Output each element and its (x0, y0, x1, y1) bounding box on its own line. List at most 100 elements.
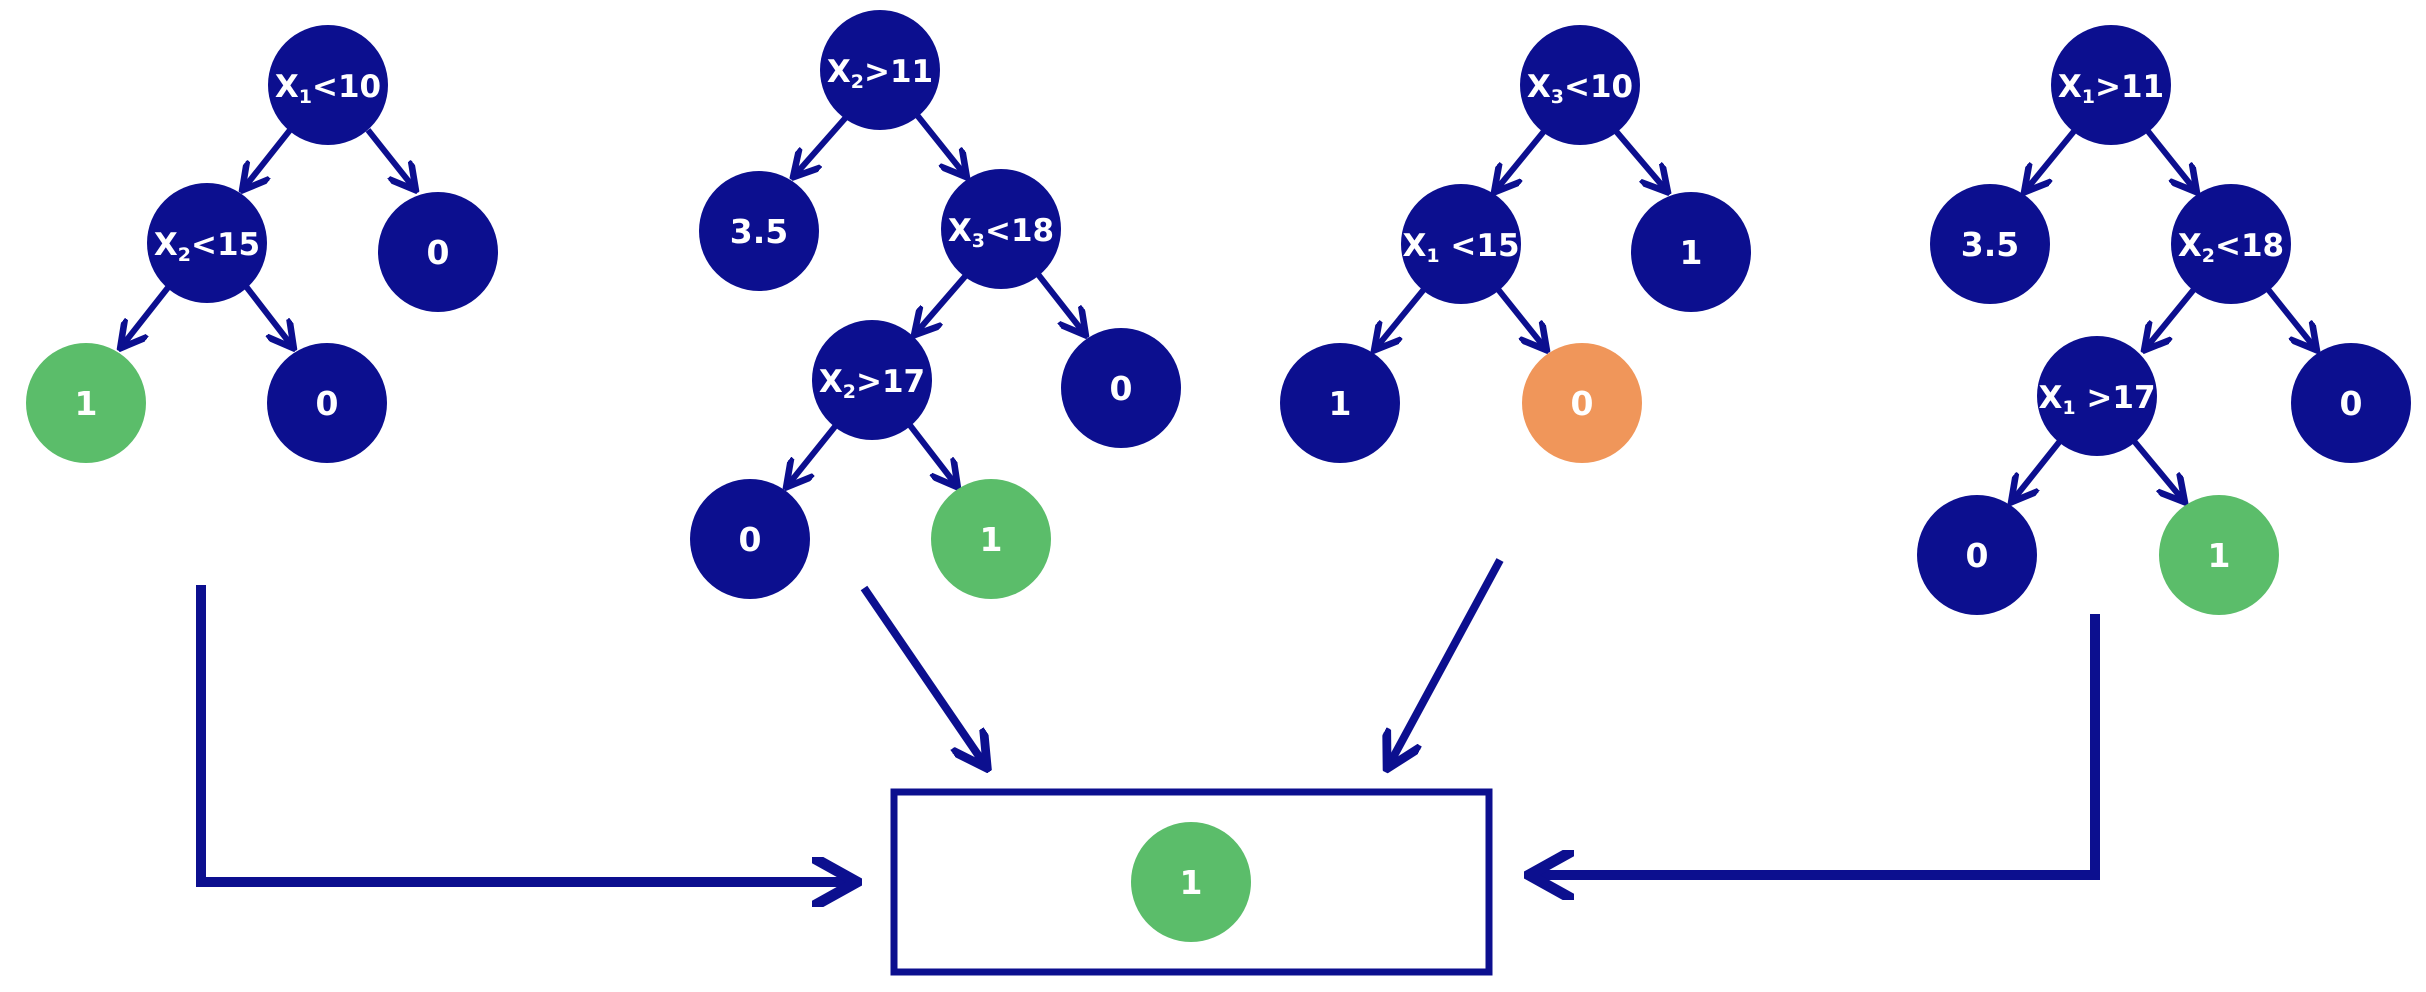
tree-1: X1<10 X2<15 0 1 0 (26, 25, 498, 463)
leaf-node: 0 (1917, 495, 2037, 615)
feature-index: 3 (1551, 86, 1564, 108)
svg-text:X2<15: X2<15 (154, 227, 260, 266)
feature-index: 1 (1426, 245, 1439, 267)
leaf-value: 1 (1680, 233, 1703, 272)
leaf-node: 1 (1280, 343, 1400, 463)
edge (906, 422, 956, 485)
feature-index: 1 (299, 86, 312, 108)
feature-index: 2 (843, 381, 856, 403)
feature-index: 2 (178, 244, 191, 266)
svg-text:X2>11: X2>11 (827, 54, 933, 93)
svg-text:X3<18: X3<18 (948, 213, 1054, 252)
edge (2026, 128, 2078, 190)
edge (2013, 439, 2063, 500)
split-threshold: <10 (312, 69, 381, 105)
feature-label: X (2038, 380, 2062, 416)
edge (1496, 128, 1548, 190)
result-node-green: 1 (1131, 822, 1251, 942)
leaf-value: 3.5 (730, 212, 788, 251)
split-threshold: <10 (1564, 69, 1633, 105)
leaf-value: 0 (739, 520, 762, 559)
edge (916, 271, 971, 333)
svg-text:X1 >17: X1 >17 (2038, 380, 2155, 419)
feature-index: 2 (2202, 245, 2215, 267)
edge (244, 128, 293, 188)
split-node: X1 >17 (2037, 336, 2157, 456)
feature-label: X (827, 54, 851, 90)
edge (1494, 286, 1545, 348)
split-node: X1>11 (2051, 25, 2171, 145)
feature-index: 2 (851, 71, 864, 93)
split-threshold: <18 (2215, 228, 2284, 264)
feature-index: 3 (972, 230, 985, 252)
edge (122, 283, 173, 346)
leaf-value: 1 (2208, 536, 2231, 575)
tree-4: X1>11 3.5 X2<18 X1 >17 0 0 1 (1917, 25, 2411, 615)
svg-text:X3<10: X3<10 (1527, 69, 1633, 108)
leaf-value: 0 (1966, 536, 1989, 575)
split-threshold: >11 (2095, 69, 2164, 105)
leaf-node: 0 (690, 479, 810, 599)
edge (1034, 271, 1084, 333)
leaf-value: 0 (1571, 384, 1594, 423)
split-node: X2<15 (147, 183, 267, 303)
leaf-value: 0 (2340, 384, 2363, 423)
split-node: X1 <15 (1401, 184, 1521, 304)
svg-text:X2<18: X2<18 (2178, 228, 2284, 267)
split-threshold: <18 (985, 213, 1054, 249)
leaf-value: 0 (427, 233, 450, 272)
svg-text:X1 <15: X1 <15 (1402, 228, 1519, 267)
edge (788, 422, 840, 485)
tree-1-to-result-arrow (196, 585, 852, 882)
edge (1376, 286, 1428, 348)
leaf-node-green: 1 (2159, 495, 2279, 615)
svg-text:X2>17: X2>17 (819, 364, 925, 403)
edge (2146, 286, 2198, 348)
svg-text:X1<10: X1<10 (275, 69, 381, 108)
edge (1612, 128, 1666, 190)
leaf-value: 1 (980, 520, 1003, 559)
edge (2144, 128, 2195, 190)
leaf-node-green: 1 (26, 343, 146, 463)
result-value: 1 (1180, 863, 1203, 902)
feature-label: X (1402, 228, 1426, 264)
svg-text:X1>11: X1>11 (2058, 69, 2164, 108)
tree-2: X2>11 3.5 X3<18 X2>17 0 0 1 (690, 10, 1181, 599)
tree-4-to-result-arrow (1534, 614, 2100, 875)
leaf-value: 3.5 (1961, 225, 2019, 264)
split-node: X3<18 (941, 169, 1061, 289)
split-threshold: >11 (864, 54, 933, 90)
split-node: X2>17 (812, 320, 932, 440)
feature-index: 1 (2062, 397, 2075, 419)
leaf-value: 1 (1329, 384, 1352, 423)
result-box: 1 (890, 788, 1493, 976)
edge (365, 128, 414, 188)
feature-label: X (948, 213, 972, 249)
feature-label: X (2178, 228, 2202, 264)
split-threshold: <15 (1440, 228, 1520, 264)
split-threshold: >17 (2076, 380, 2156, 416)
tree-2-to-result-arrow (860, 585, 985, 765)
tree-3: X3<10 X1 <15 1 1 0 (1280, 25, 1751, 463)
edge (795, 113, 851, 175)
leaf-value: 1 (75, 384, 98, 423)
edge (914, 113, 965, 175)
aggregation-arrows (196, 558, 2100, 882)
split-node: X3<10 (1520, 25, 1640, 145)
edge (242, 283, 292, 346)
split-node: X2<18 (2171, 184, 2291, 304)
feature-label: X (2058, 69, 2082, 105)
leaf-value: 0 (1110, 369, 1133, 408)
leaf-node: 0 (2291, 343, 2411, 463)
feature-index: 1 (2082, 86, 2095, 108)
feature-label: X (275, 69, 299, 105)
feature-label: X (819, 364, 843, 400)
feature-label: X (154, 227, 178, 263)
edge (2131, 439, 2183, 500)
split-node: X1<10 (268, 25, 388, 145)
leaf-node: 3.5 (1930, 184, 2050, 304)
leaf-node: 0 (267, 343, 387, 463)
feature-label: X (1527, 69, 1551, 105)
leaf-node: 0 (378, 192, 498, 312)
